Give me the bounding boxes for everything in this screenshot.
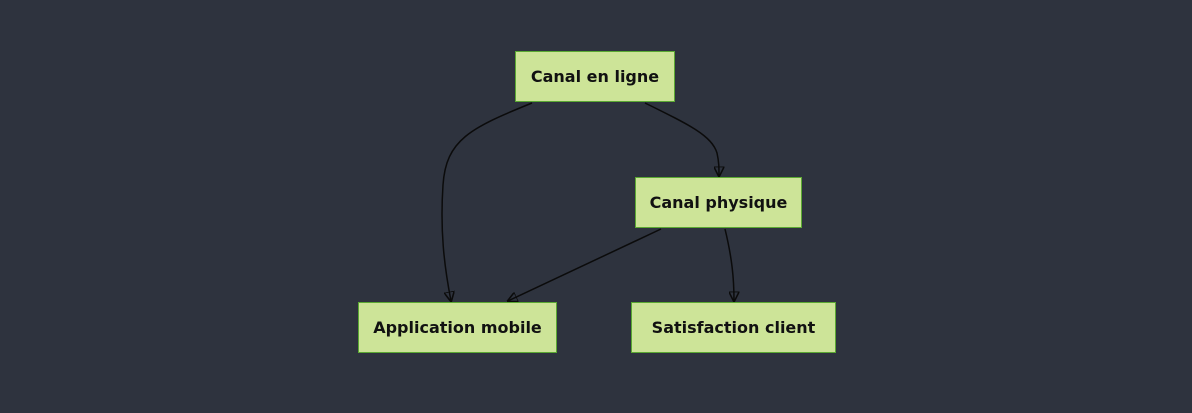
node-label: Canal en ligne xyxy=(530,67,660,86)
edge-online-to-mobile xyxy=(441,102,533,301)
node-canal-en-ligne: Canal en ligne xyxy=(515,51,675,102)
edge-online-to-physical xyxy=(644,102,719,176)
node-application-mobile: Application mobile xyxy=(358,302,557,353)
node-label: Application mobile xyxy=(373,318,542,337)
edge-physical-to-mobile xyxy=(508,228,662,301)
edge-physical-to-satisfaction xyxy=(724,228,734,301)
node-satisfaction-client: Satisfaction client xyxy=(631,302,836,353)
node-label: Satisfaction client xyxy=(651,318,816,337)
node-label: Canal physique xyxy=(649,193,788,212)
node-canal-physique: Canal physique xyxy=(635,177,802,228)
